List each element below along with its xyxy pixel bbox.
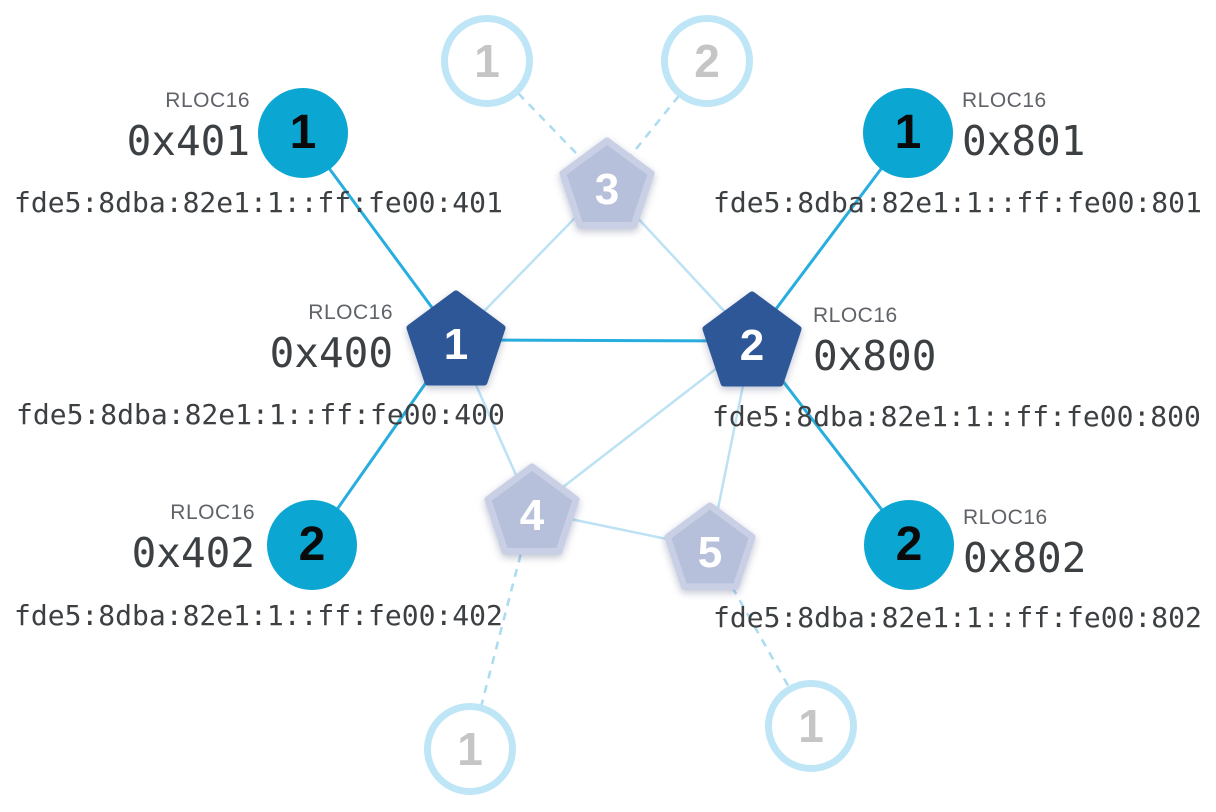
router-node-router-1[interactable]: 1 [406,290,506,390]
child-node-faded-child-bottom-1[interactable]: 1 [424,703,516,795]
router-node-router-5[interactable]: 5 [664,502,756,594]
child-node-child-401[interactable]: 1 [258,88,348,178]
rloc16-block-child-401: RLOC16 0x401 [127,88,250,162]
rloc16-value: 0x400 [269,329,393,377]
child-node-faded-child-top-1[interactable]: 1 [441,15,533,107]
rloc16-value: 0x800 [813,332,937,380]
rloc16-block-child-802: RLOC16 0x802 [963,505,1086,579]
pentagon-shape [484,463,580,555]
child-node-faded-child-top-2[interactable]: 2 [661,15,753,107]
pentagon-shape [559,137,655,229]
link-router-2-router-4 [531,340,753,512]
rloc16-value: 0x802 [963,534,1087,582]
ipv6-address-router-1: fde5:8dba:82e1:1::ff:fe00:400 [16,398,505,431]
rloc16-block-router-1: RLOC16 0x400 [270,300,393,374]
child-node-faded-child-bottom-2[interactable]: 1 [765,680,857,772]
child-node-child-402[interactable]: 2 [267,500,357,590]
node-number: 4 [519,491,545,540]
pentagon-shape [406,290,506,386]
child-node-child-801[interactable]: 1 [863,88,953,178]
node-number: 1 [894,106,922,159]
rloc16-value: 0x402 [131,529,255,577]
rloc16-value: 0x401 [126,117,250,165]
rloc16-value: 0x801 [962,117,1086,165]
router-node-router-2[interactable]: 2 [702,291,802,391]
rloc16-tag: RLOC16 [813,304,898,327]
child-node-child-802[interactable]: 2 [864,500,954,590]
router-node-router-3[interactable]: 3 [559,137,655,233]
ipv6-address-child-401: fde5:8dba:82e1:1::ff:fe00:401 [14,186,503,219]
node-number: 2 [739,321,765,370]
rloc16-tag: RLOC16 [308,301,393,324]
rloc16-tag: RLOC16 [963,506,1048,529]
ipv6-address-child-801: fde5:8dba:82e1:1::ff:fe00:801 [713,186,1202,219]
node-number: 3 [594,165,620,214]
pentagon-shape [664,502,756,590]
node-number: 2 [895,518,923,571]
rloc16-block-child-402: RLOC16 0x402 [132,500,255,574]
ipv6-address-child-402: fde5:8dba:82e1:1::ff:fe00:402 [14,599,503,632]
node-number: 5 [697,528,723,577]
rloc16-tag: RLOC16 [170,501,255,524]
ipv6-address-child-802: fde5:8dba:82e1:1::ff:fe00:802 [713,601,1202,634]
node-number: 1 [798,700,824,752]
node-number: 1 [457,723,483,775]
node-number: 1 [289,106,317,159]
rloc16-block-child-801: RLOC16 0x801 [962,88,1085,162]
rloc16-tag: RLOC16 [165,89,250,112]
ipv6-address-router-2: fde5:8dba:82e1:1::ff:fe00:800 [712,400,1201,433]
router-node-router-4[interactable]: 4 [484,463,580,559]
node-number: 2 [694,35,720,87]
node-number: 1 [474,35,500,87]
rloc16-block-router-2: RLOC16 0x800 [813,303,936,377]
link-router-1-router-2 [455,338,753,343]
link-faded-child-top-2-router-3 [606,60,708,186]
rloc16-tag: RLOC16 [962,89,1047,112]
link-router-4-faded-child-bottom-1 [468,510,534,750]
node-number: 1 [443,320,469,369]
node-number: 2 [298,518,326,571]
pentagon-shape [702,291,802,387]
